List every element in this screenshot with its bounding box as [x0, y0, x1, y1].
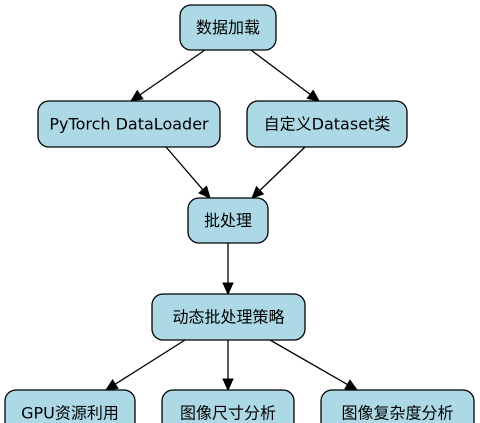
edge-line: [259, 146, 306, 191]
node-box: [187, 197, 269, 244]
node-batch-processing: 批处理: [187, 197, 269, 244]
edge-pytorch_dataloader-to-batch_processing: [165, 146, 211, 199]
edge-data_loading-to-custom_dataset: [250, 49, 320, 102]
edge-line: [139, 49, 206, 96]
node-label: 数据加载: [196, 18, 260, 37]
node-label: 动态批处理策略: [172, 308, 284, 327]
node-box: [179, 4, 277, 51]
edge-line: [250, 49, 311, 95]
node-label: PyTorch DataLoader: [49, 115, 209, 134]
node-gpu-utilization: GPU资源利用: [4, 389, 136, 423]
node-label: 批处理: [204, 211, 252, 230]
edge-line: [114, 339, 186, 385]
node-dynamic-batching: 动态批处理策略: [151, 293, 306, 341]
node-box: [246, 100, 408, 148]
node-custom-dataset: 自定义Dataset类: [246, 100, 408, 148]
node-image-complexity-analysis: 图像复杂度分析: [320, 389, 475, 423]
edge-dynamic_batching-to-image_size_analysis: [222, 340, 234, 392]
arrowhead-icon: [222, 282, 234, 296]
edge-custom_dataset-to-batch_processing: [251, 146, 306, 199]
node-box: [37, 100, 221, 148]
arrowhead-icon: [198, 185, 211, 199]
edge-data_loading-to-pytorch_dataloader: [130, 49, 206, 102]
arrowhead-icon: [104, 378, 119, 391]
edge-dynamic_batching-to-image_complexity_analysis: [269, 339, 359, 391]
arrowhead-icon: [306, 89, 320, 102]
arrowhead-icon: [251, 185, 265, 199]
node-label: 自定义Dataset类: [264, 115, 391, 134]
arrowhead-icon: [222, 378, 234, 392]
node-label: GPU资源利用: [21, 404, 119, 423]
node-data-loading: 数据加载: [179, 4, 277, 51]
edge-line: [165, 146, 204, 191]
node-pytorch-dataloader: PyTorch DataLoader: [37, 100, 221, 148]
nodes-layer: 数据加载 PyTorch DataLoader 自定义Dataset类批处理动态批处…: [4, 4, 475, 423]
edge-batch_processing-to-dynamic_batching: [222, 243, 234, 296]
node-box: [320, 389, 475, 423]
node-box: [151, 293, 306, 341]
node-box: [161, 389, 295, 423]
node-label: 图像复杂度分析: [341, 404, 453, 423]
arrowhead-icon: [130, 89, 144, 102]
node-box: [4, 389, 136, 423]
edge-line: [269, 339, 348, 386]
node-label: 图像尺寸分析: [180, 404, 276, 423]
edge-dynamic_batching-to-gpu_utilization: [104, 339, 186, 391]
node-image-size-analysis: 图像尺寸分析: [161, 389, 295, 423]
arrowhead-icon: [344, 379, 359, 391]
